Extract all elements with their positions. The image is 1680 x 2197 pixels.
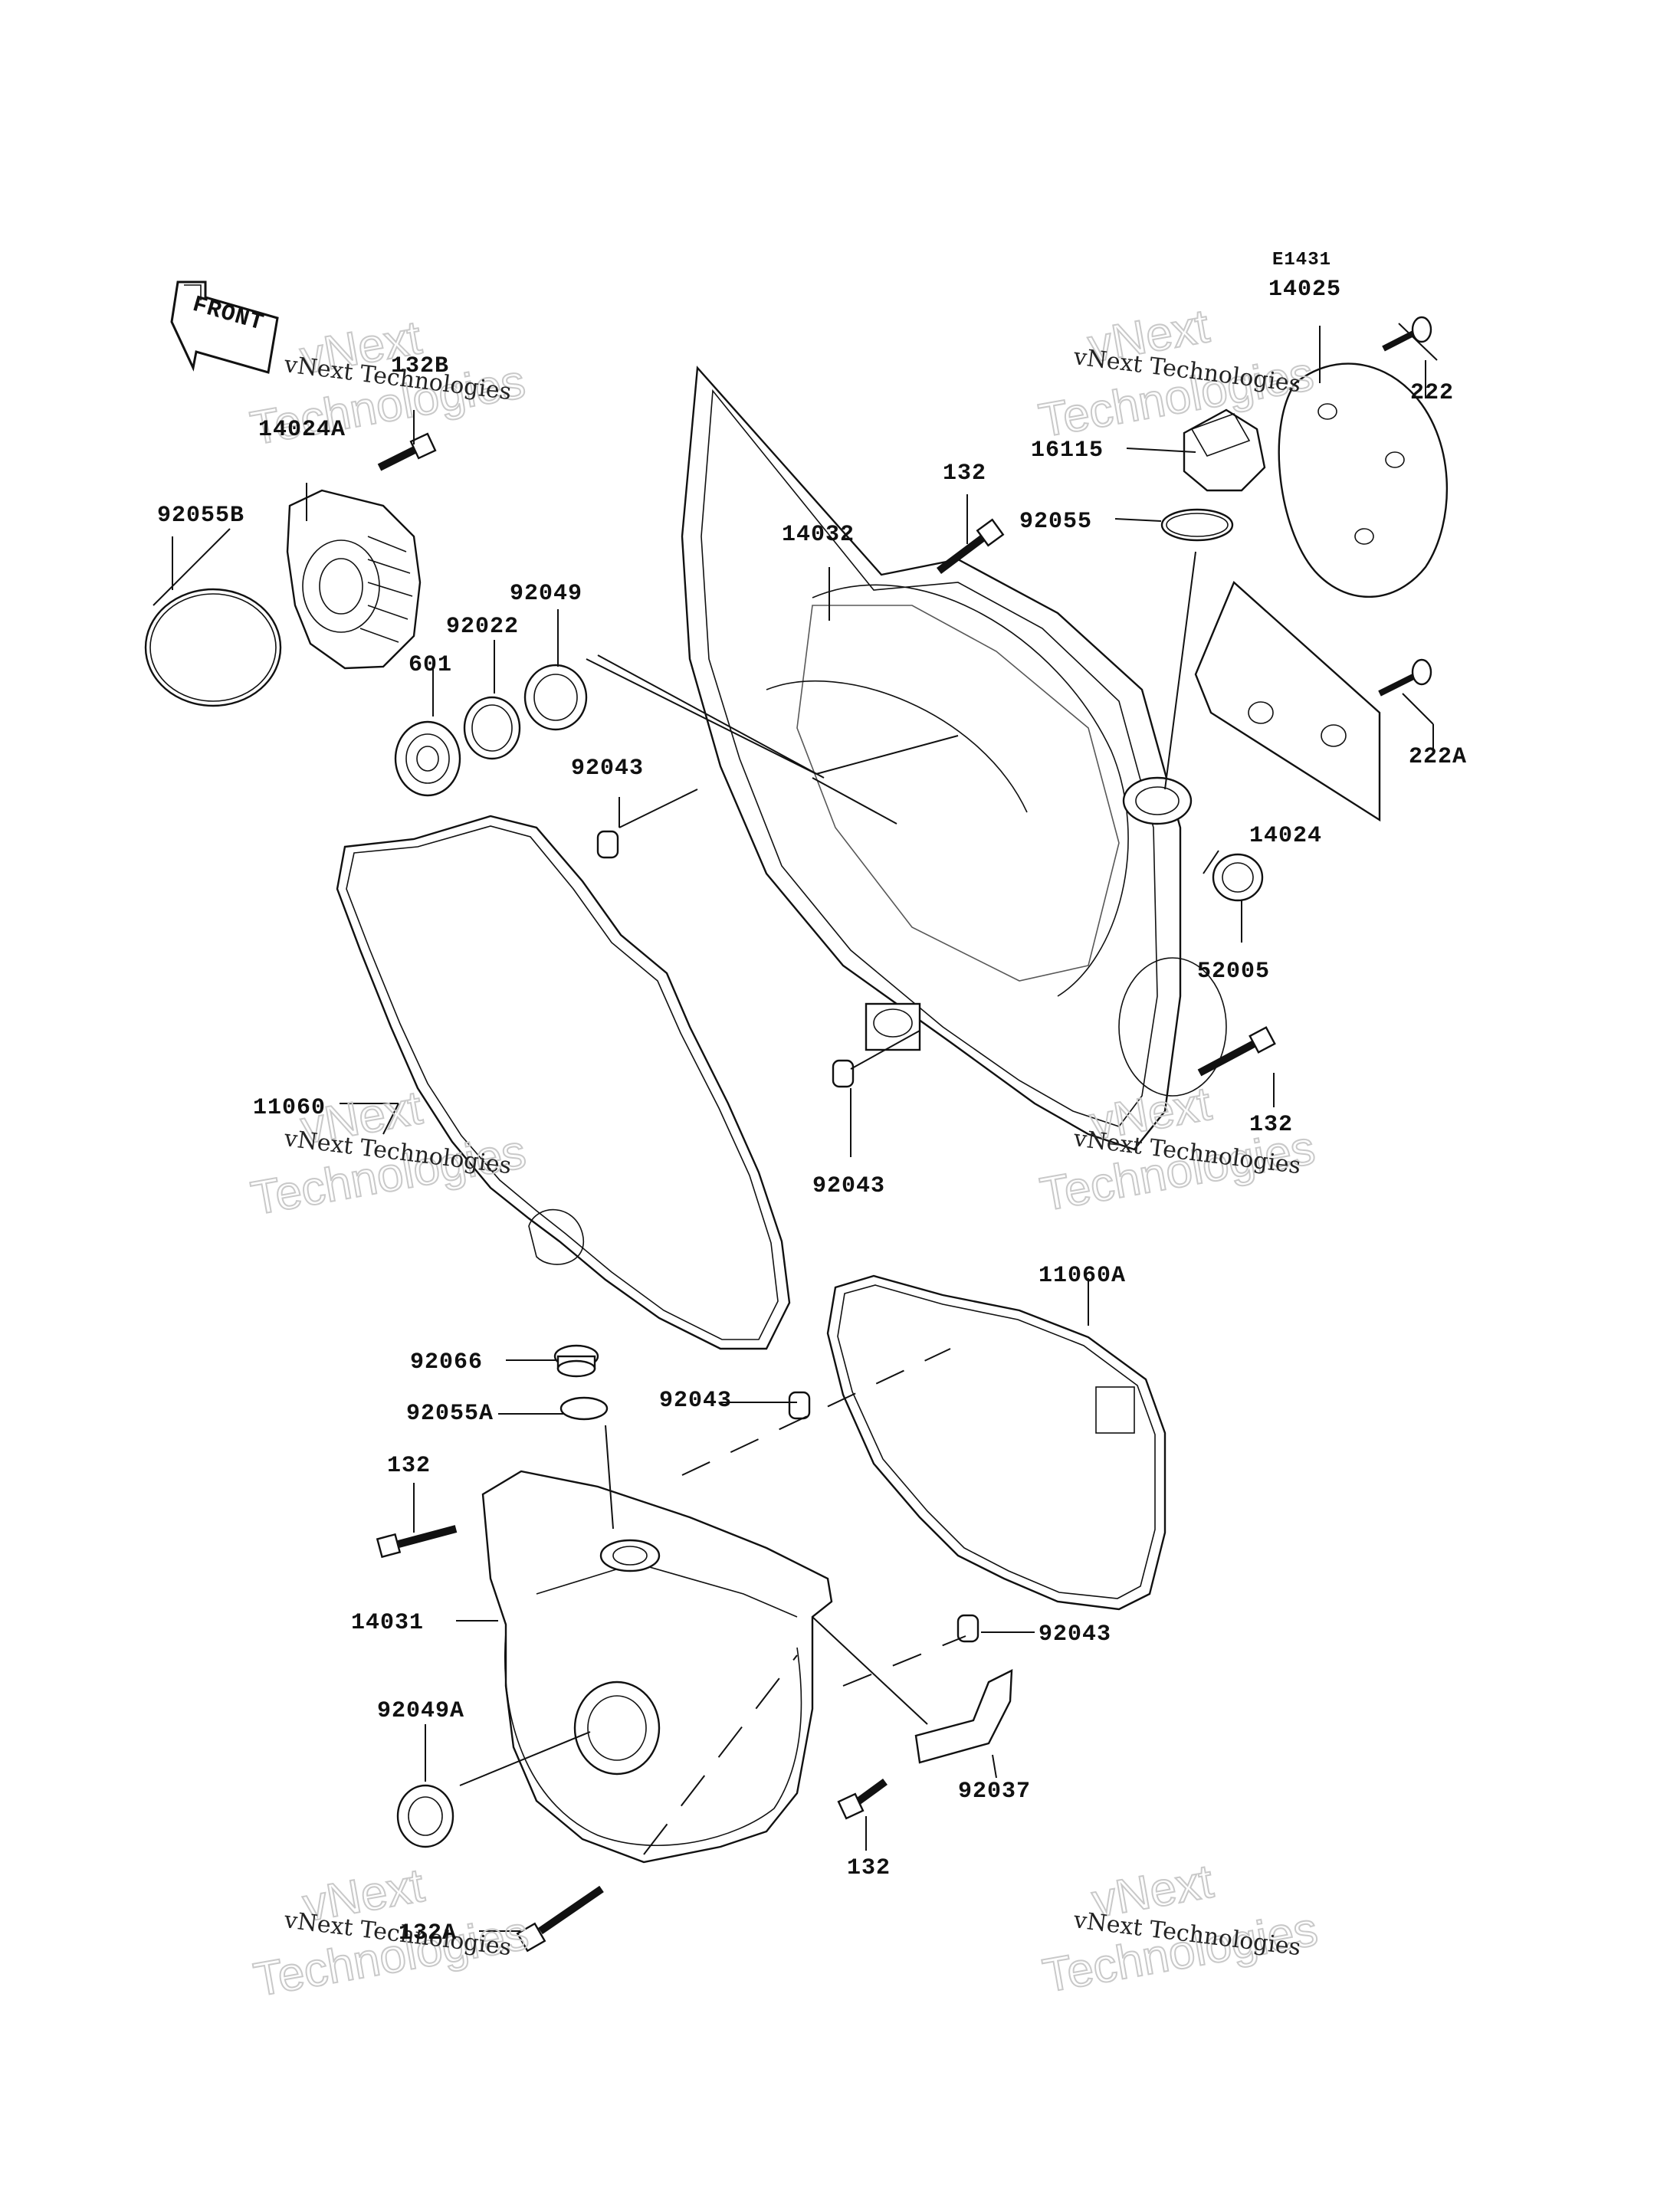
label-132a: 132A (399, 1920, 457, 1946)
label-16115: 16115 (1031, 438, 1104, 464)
bolt-132-bottom (837, 1778, 888, 1820)
front-arrow-icon: FRONT (170, 280, 279, 374)
label-92055a: 92055A (406, 1401, 494, 1427)
diagram-code: E1431 (1272, 250, 1331, 271)
screw-222 (1382, 316, 1432, 352)
o-ring-92055 (1160, 508, 1234, 542)
label-132-top: 132 (943, 461, 986, 487)
label-92043-b: 92043 (812, 1173, 885, 1199)
label-92049a: 92049A (377, 1698, 464, 1724)
dowel-pin-92043-c (788, 1391, 811, 1420)
label-92022: 92022 (446, 614, 519, 640)
label-92049: 92049 (510, 581, 582, 607)
gasket-11060a (826, 1274, 1166, 1611)
label-92055b: 92055B (157, 503, 244, 529)
oil-cap-16115 (1183, 408, 1266, 492)
o-ring-92055b-inner (149, 593, 277, 702)
label-14031: 14031 (351, 1610, 424, 1636)
label-92055: 92055 (1019, 509, 1092, 535)
label-92043-a: 92043 (571, 756, 644, 782)
label-14024a: 14024A (258, 417, 346, 443)
cover-14025 (1278, 362, 1449, 598)
label-132-right: 132 (1249, 1112, 1293, 1138)
bolt-132-top (937, 518, 1005, 574)
dowel-pin-92043-a (596, 830, 619, 859)
seal-52005 (1212, 853, 1264, 902)
plug-92066 (553, 1344, 599, 1378)
label-11060: 11060 (253, 1095, 326, 1121)
cover-plate-14024 (1194, 580, 1381, 822)
label-14025: 14025 (1268, 277, 1341, 303)
label-14024: 14024 (1249, 823, 1322, 849)
label-14032: 14032 (782, 522, 855, 548)
label-11060a: 11060A (1039, 1263, 1126, 1289)
label-132-bottom: 132 (847, 1855, 891, 1881)
dowel-pin-92043-b (832, 1059, 855, 1088)
seal-92022 (463, 696, 521, 760)
screw-222a (1378, 658, 1432, 697)
dowel-pin-92043-d (956, 1614, 979, 1643)
gasket-11060 (336, 815, 791, 1350)
bolt-132-left (376, 1525, 458, 1559)
label-222: 222 (1410, 380, 1454, 406)
leader-lines (153, 323, 1438, 1932)
label-92037: 92037 (958, 1779, 1031, 1805)
label-92043-c: 92043 (659, 1388, 732, 1414)
bolt-132a (516, 1885, 604, 1953)
label-52005: 52005 (1197, 959, 1270, 985)
oil-seal-92049 (523, 664, 588, 731)
label-601: 601 (409, 652, 452, 678)
clutch-cover-14032 (681, 366, 1227, 1151)
seal-92049a (396, 1784, 454, 1848)
o-ring-92055a (559, 1396, 609, 1421)
cover-14024a (286, 489, 422, 670)
label-92066: 92066 (410, 1349, 483, 1376)
label-222a: 222A (1409, 744, 1467, 770)
label-132b: 132B (391, 353, 449, 379)
clamp-92037 (914, 1669, 1013, 1764)
cover-14031 (481, 1470, 833, 1864)
o-ring-92055b (144, 588, 282, 707)
bolt-132-right (1197, 1026, 1276, 1077)
o-ring-92055-inner (1166, 513, 1229, 537)
bearing-601 (394, 720, 461, 797)
part-labels: E1431 14025 222 222A 16115 132 92055 140… (157, 250, 1467, 1946)
bolt-132b (377, 432, 437, 471)
label-132-left: 132 (387, 1453, 431, 1479)
label-92043-d: 92043 (1039, 1622, 1111, 1648)
